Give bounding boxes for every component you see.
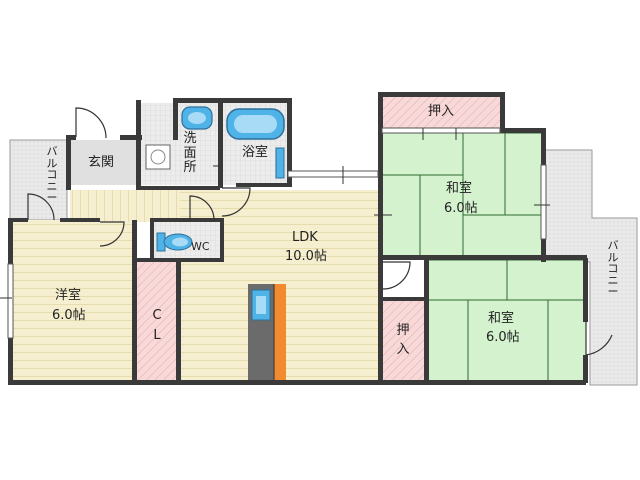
bathtub-icon	[226, 108, 285, 140]
ldk-name: LDK	[292, 230, 318, 245]
japanese-room-2-name: 和室	[488, 311, 515, 326]
washing-machine-icon	[145, 144, 171, 170]
balcony-left-char-3: コ	[46, 168, 58, 182]
wc-label: WC	[191, 240, 210, 253]
tatami-room-2	[427, 259, 587, 383]
balcony-right-char-3: コ	[607, 262, 619, 276]
balcony-right-label: バ ル コ ニ ー	[606, 240, 620, 298]
balcony-right-char-1: バ	[607, 239, 619, 252]
closet-floor	[136, 262, 178, 380]
toilet-icon	[156, 232, 193, 252]
balcony-right-char-4: ニ	[607, 273, 619, 287]
closet-label: C L	[149, 306, 165, 345]
western-room-name: 洋室	[55, 288, 82, 303]
western-room-size: 6.0帖	[52, 308, 86, 323]
washroom-label: 洗 面 所	[181, 131, 199, 176]
balcony-right-char-5: ー	[607, 285, 619, 299]
windows	[7, 127, 547, 339]
wall-markers	[0, 128, 550, 299]
balcony-left-char-1: バ	[46, 145, 58, 158]
entrance-label: 玄関	[88, 155, 115, 170]
doors	[27, 107, 613, 356]
washroom-char-1: 洗	[183, 131, 197, 146]
oshiire-top-label: 押入	[428, 104, 455, 119]
oshiire-side-char-1: 押	[396, 323, 410, 338]
balcony-left-char-4: ニ	[46, 179, 58, 193]
shower-panel-icon	[275, 147, 285, 179]
washroom-char-2: 面	[183, 145, 197, 161]
balcony-left	[9, 139, 68, 221]
closet-char-2: L	[153, 327, 161, 343]
japanese-room-1-size: 6.0帖	[444, 201, 478, 216]
tatami-room-1	[381, 132, 545, 259]
kitchen-counter	[248, 284, 286, 380]
washroom-char-3: 所	[183, 160, 197, 176]
western-room-floor	[12, 220, 134, 382]
bathroom-label: 浴室	[242, 145, 269, 160]
oshiire-top	[380, 97, 500, 131]
balcony-left-char-5: ー	[46, 191, 58, 205]
oshiire-side-label: 押 入	[395, 322, 411, 360]
ldk-size: 10.0帖	[285, 249, 327, 264]
oshiire-side	[383, 300, 425, 380]
washbasin-icon	[181, 106, 213, 130]
japanese-room-1-name: 和室	[446, 181, 473, 196]
balcony-right-char-2: ル	[607, 250, 619, 264]
entrance-floor	[68, 140, 140, 185]
balcony-left-label: バ ル コ ニ ー	[45, 146, 59, 204]
closet-char-1: C	[152, 308, 162, 323]
japanese-room-2-size: 6.0帖	[486, 330, 520, 345]
balcony-left-char-2: ル	[46, 156, 58, 170]
oshiire-side-char-2: 入	[396, 341, 410, 357]
